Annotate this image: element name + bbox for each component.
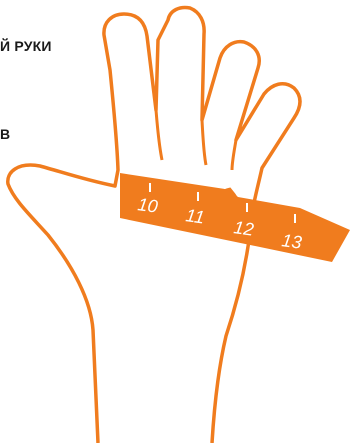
tape-number-13: 13: [280, 230, 303, 253]
tape-number-10: 10: [136, 194, 159, 217]
tape-number-12: 12: [232, 217, 255, 240]
tape-number-11: 11: [184, 205, 205, 227]
